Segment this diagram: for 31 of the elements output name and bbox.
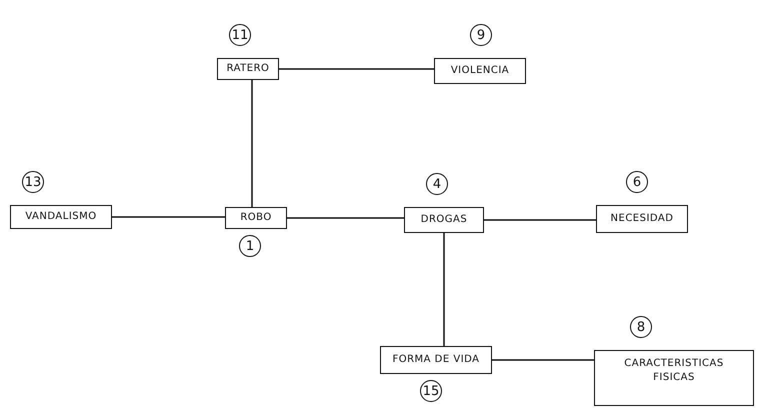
connector-line: [492, 359, 594, 361]
connector-line: [251, 80, 253, 207]
concept-box: [10, 205, 112, 229]
concept-label: CARACTERISTICAS FISICAS: [623, 357, 725, 385]
concept-box: [404, 207, 484, 233]
concept-label: VANDALISMO: [25, 210, 97, 224]
concept-box: [594, 350, 754, 406]
concept-box: [225, 207, 287, 229]
circled-number: 8: [630, 316, 652, 338]
connector-line: [287, 217, 404, 219]
concept-box: [380, 346, 492, 374]
connector-line: [112, 216, 225, 218]
connector-line: [279, 68, 434, 70]
concept-label: DROGAS: [420, 213, 468, 227]
circled-number: 9: [470, 24, 492, 46]
concept-label: FORMA DE VIDA: [392, 353, 480, 367]
circled-number: 6: [626, 171, 648, 193]
concept-label: ROBO: [240, 211, 272, 225]
circled-number: 4: [426, 173, 448, 195]
circled-number: 13: [22, 171, 44, 193]
concept-label: NECESIDAD: [610, 212, 674, 226]
circled-number: 11: [229, 24, 251, 46]
connector-line: [443, 233, 445, 346]
concept-label: RATERO: [226, 62, 270, 76]
connector-line: [484, 219, 596, 221]
concept-box: [596, 205, 688, 233]
circled-number: 15: [420, 380, 442, 402]
circled-number: 1: [239, 235, 261, 257]
concept-box: [217, 58, 279, 80]
concept-label: VIOLENCIA: [450, 64, 510, 78]
concept-box: [434, 58, 526, 84]
